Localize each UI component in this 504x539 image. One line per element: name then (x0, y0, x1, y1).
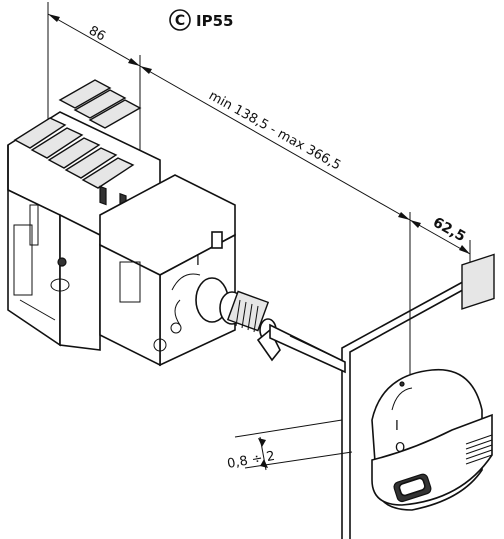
door-handle: I O (371, 253, 495, 511)
certification-mark: C IP55 (169, 9, 233, 31)
shaft-assembly (195, 277, 346, 374)
cert-mark-letter: C (175, 13, 185, 29)
handle-marking-zero: O (395, 441, 405, 456)
panel-sheet (341, 277, 471, 539)
dimension-handle-depth: 62,5 (409, 215, 471, 300)
dimension-width-label: 86 (86, 23, 108, 44)
dimension-panel-thickness: 0,8 ÷ 2 (226, 419, 353, 472)
ip-rating: IP55 (196, 12, 233, 30)
dimension-length-label: min 138,5 - max 366,5 (206, 88, 343, 173)
dial-marking: I (196, 254, 200, 269)
dimension-handle-depth-label: 62,5 (430, 215, 468, 246)
dimension-panel-thickness-label: 0,8 ÷ 2 (226, 449, 276, 472)
grip-texture (465, 434, 493, 465)
handle-marking: I (395, 419, 399, 434)
operating-mechanism: I (99, 174, 236, 367)
circle-c-icon (169, 9, 191, 31)
